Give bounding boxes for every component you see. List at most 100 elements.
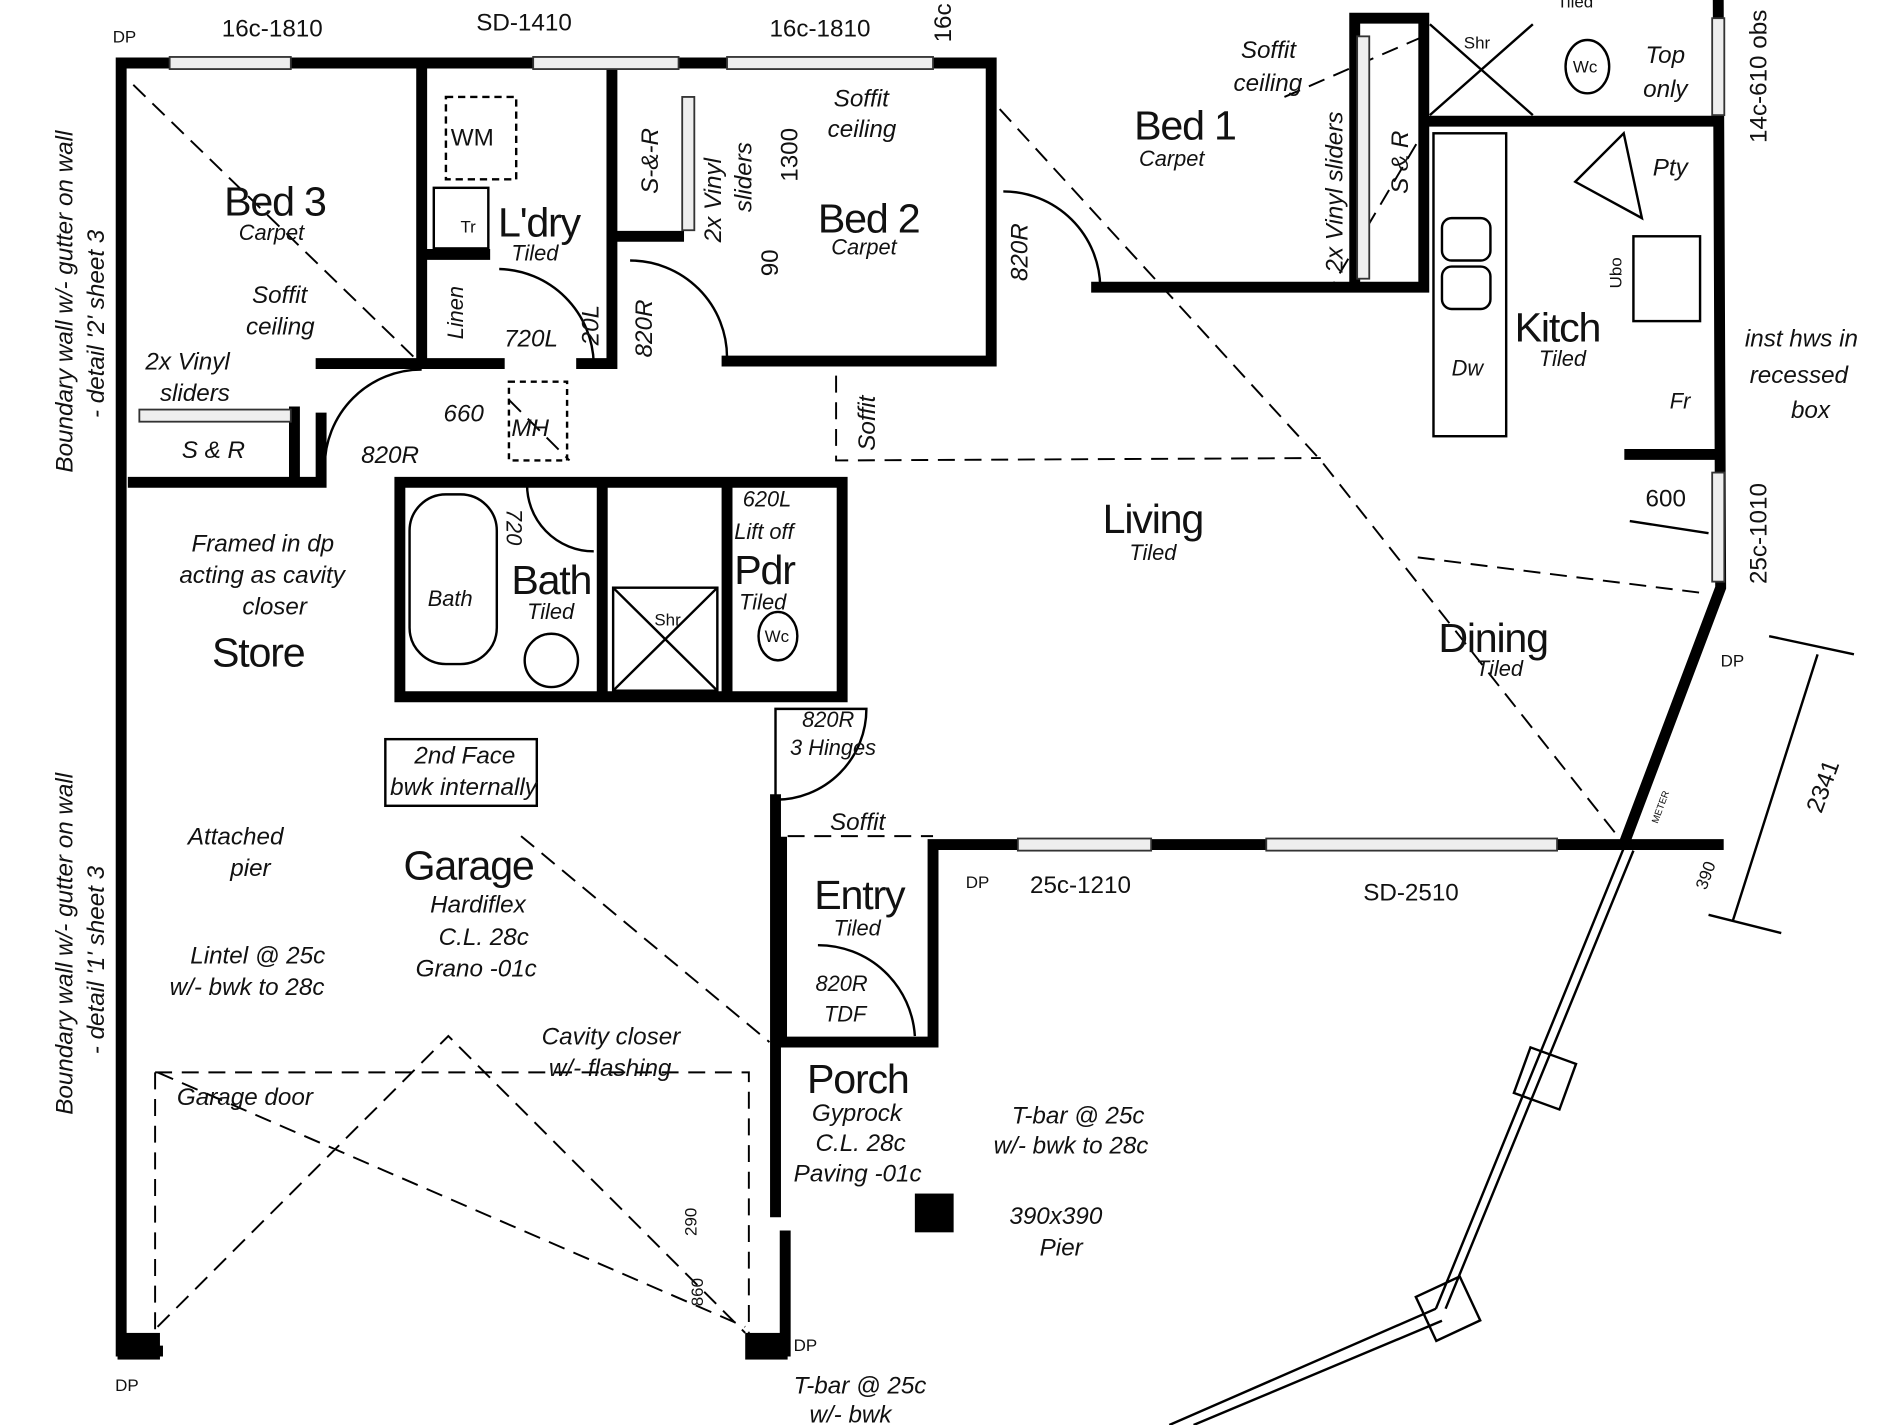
room-name: Living bbox=[1103, 496, 1203, 542]
room-floor: Tiled bbox=[739, 590, 787, 615]
manhole bbox=[507, 380, 569, 462]
ensuite-kitchen-labels: Tiled Shr Wc Top only Pty Ubo Kitch Tile… bbox=[1452, 0, 1691, 413]
room-floor: Tiled bbox=[1129, 540, 1177, 565]
trough bbox=[432, 186, 490, 250]
note: 2x Vinyl bbox=[144, 349, 230, 376]
basin bbox=[523, 632, 580, 689]
window-label: 16c-1810 bbox=[769, 15, 870, 42]
note: S & R bbox=[1387, 131, 1414, 194]
label: sliders bbox=[730, 142, 757, 212]
window-label: 14c-610 obs bbox=[1746, 10, 1773, 143]
room-name: Kitch bbox=[1515, 305, 1601, 351]
label: Linen bbox=[443, 286, 468, 339]
note: - detail '1' sheet 3 bbox=[83, 865, 110, 1054]
dp-label: DP bbox=[794, 1336, 818, 1355]
window-label: 25c-1210 bbox=[1030, 872, 1131, 899]
note: S & R bbox=[182, 437, 245, 464]
walls bbox=[115, 0, 1727, 1360]
room-diagonals bbox=[132, 35, 1709, 1334]
note: Boundary wall w/- gutter on wall bbox=[52, 130, 79, 473]
living-dining-labels: Living Tiled Dining Tiled DP 25c-1210 SD… bbox=[966, 496, 1549, 906]
label: Shr bbox=[1464, 33, 1491, 52]
bed3-labels: Bed 3 Carpet Soffit ceiling 2x Vinyl sli… bbox=[144, 179, 419, 469]
door-label: 20L bbox=[578, 305, 605, 346]
room-name: L'dry bbox=[498, 199, 582, 245]
note: 2nd Face bbox=[413, 742, 515, 769]
note: w/- flashing bbox=[549, 1055, 672, 1082]
note: Pier bbox=[1040, 1234, 1084, 1261]
door-label: 820R bbox=[815, 971, 867, 996]
note: Lintel @ 25c bbox=[190, 942, 325, 969]
room-floor: Carpet bbox=[831, 234, 897, 259]
door-label: 720L bbox=[504, 326, 558, 353]
note: sliders bbox=[160, 380, 230, 407]
room-floor: Carpet bbox=[1139, 146, 1205, 171]
note: acting as cavity bbox=[179, 562, 346, 589]
east-labels: 14c-610 obs inst hws in recessed box 600… bbox=[1646, 10, 1858, 892]
garage-labels: 820R 3 Hinges 2nd Face bwk internally Ga… bbox=[115, 707, 876, 1395]
bathtub bbox=[408, 493, 499, 666]
note: C.L. 28c bbox=[439, 924, 529, 951]
note: Lift off bbox=[734, 519, 795, 544]
note: Boundary wall w/- gutter on wall bbox=[52, 772, 79, 1115]
room-name: Porch bbox=[807, 1056, 909, 1102]
window-label: 16c-1810 bbox=[222, 15, 323, 42]
door-label: 820R bbox=[1007, 223, 1034, 281]
dim-label: 90 bbox=[757, 249, 784, 276]
porch-pier bbox=[914, 1193, 954, 1233]
room-floor: Tiled bbox=[834, 915, 882, 940]
label: S-&-R bbox=[637, 128, 664, 194]
note: pier bbox=[229, 855, 271, 882]
note: - detail '2' sheet 3 bbox=[83, 229, 110, 418]
label: Dw bbox=[1452, 356, 1485, 381]
label: 2x Vinyl bbox=[700, 157, 727, 243]
room-name: Pdr bbox=[734, 547, 796, 593]
note: Soffit bbox=[854, 394, 881, 450]
room-name: Dining bbox=[1438, 615, 1548, 661]
room-name: Garage bbox=[404, 843, 534, 889]
note: 3 Hinges bbox=[790, 735, 876, 760]
room-name: Store bbox=[212, 629, 305, 675]
note: box bbox=[1791, 397, 1831, 424]
door-label: SD-2510 bbox=[1363, 879, 1459, 906]
label: MH bbox=[511, 415, 549, 442]
kitchen-bench bbox=[1432, 132, 1508, 438]
label: WM bbox=[451, 124, 494, 151]
dim-label: 290 bbox=[682, 1208, 701, 1236]
note: Soffit bbox=[252, 282, 308, 309]
note: Soffit bbox=[830, 809, 886, 836]
note: w/- bwk to 28c bbox=[994, 1133, 1149, 1160]
ensuite-wc bbox=[1564, 38, 1611, 95]
shower bbox=[611, 586, 719, 692]
note: ceiling bbox=[828, 116, 897, 143]
note: Gyprock bbox=[812, 1100, 904, 1127]
note: ceiling bbox=[1234, 70, 1303, 97]
dp-label: DP bbox=[966, 873, 990, 892]
windows bbox=[138, 17, 1726, 852]
note: 390x390 bbox=[1009, 1203, 1102, 1230]
note: inst hws in bbox=[1745, 326, 1858, 353]
bed2-labels: S-&-R 2x Vinyl sliders 1300 Soffit ceili… bbox=[631, 86, 921, 451]
room-floor: Tiled bbox=[1476, 656, 1524, 681]
note: Framed in dp bbox=[191, 530, 334, 557]
room-name: Bed 2 bbox=[818, 196, 920, 242]
note: recessed bbox=[1750, 362, 1850, 389]
note: Hardiflex bbox=[430, 891, 526, 918]
label: Wc bbox=[1573, 58, 1598, 77]
note: 2x Vinyl sliders bbox=[1322, 112, 1349, 274]
label: Bath bbox=[428, 586, 473, 611]
laundry-labels: WM Tr L'dry Tiled Linen 720L 20L 660 MH bbox=[443, 124, 605, 442]
note: Soffit bbox=[1241, 37, 1297, 64]
door-label: 720 bbox=[502, 509, 527, 545]
note: Cavity closer bbox=[542, 1024, 682, 1051]
fence bbox=[1168, 519, 1855, 1425]
cooktop bbox=[1632, 235, 1702, 323]
note: bwk internally bbox=[390, 774, 539, 801]
window-label: 16c bbox=[930, 3, 957, 42]
dp-label: DP bbox=[115, 1376, 139, 1395]
dim-label: 600 bbox=[1646, 486, 1686, 513]
entry-porch-labels: Soffit Entry Tiled 820R TDF Cavity close… bbox=[542, 809, 1149, 1425]
room-name: Entry bbox=[814, 872, 906, 918]
second-face-box bbox=[384, 737, 539, 808]
door-swings bbox=[323, 23, 1702, 1037]
